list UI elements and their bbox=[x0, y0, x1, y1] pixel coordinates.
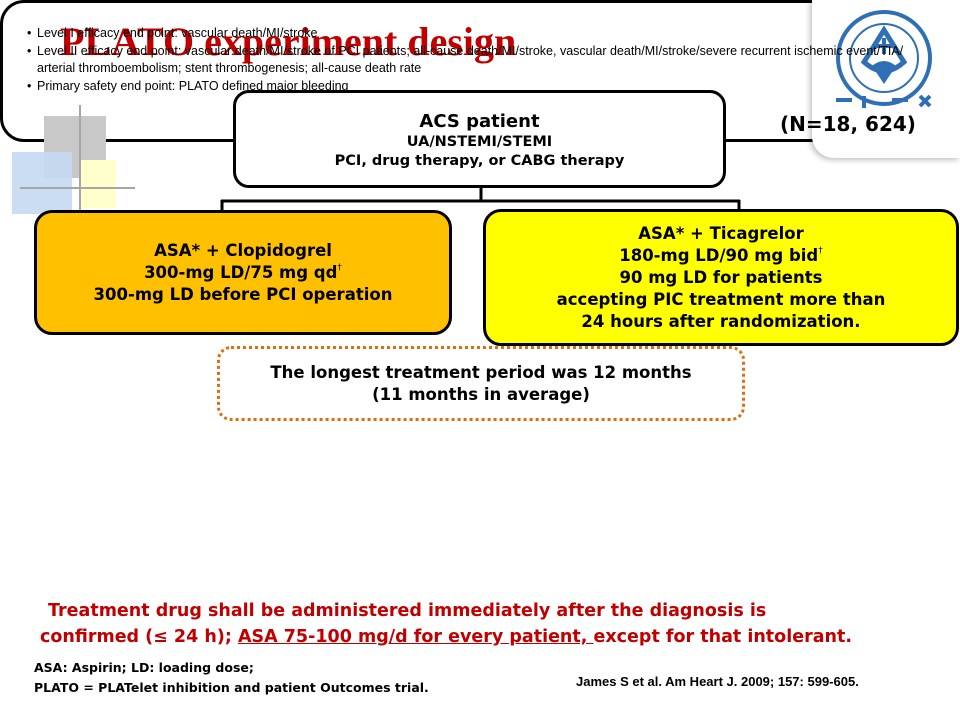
clopidogrel-dagger: † bbox=[337, 262, 342, 273]
clopidogrel-regimen: ASA* + Clopidogrel bbox=[154, 240, 332, 260]
clopidogrel-arm-box: ASA* + Clopidogrel 300-mg LD/75 mg qd† 3… bbox=[34, 210, 452, 335]
clopidogrel-pci-dose: 300-mg LD before PCI operation bbox=[93, 284, 393, 304]
decor-square-blue bbox=[12, 152, 72, 214]
treatment-note-confirmed: confirmed (≤ 24 h); bbox=[40, 627, 238, 647]
acs-patient-box: ACS patient UA/NSTEMI/STEMI PCI, drug th… bbox=[233, 90, 726, 188]
decor-line-vertical bbox=[79, 105, 81, 215]
abbreviations-line-1: ASA: Aspirin; LD: loading dose; bbox=[34, 660, 254, 675]
treatment-period-box: The longest treatment period was 12 mont… bbox=[217, 346, 745, 421]
ticagrelor-pci-line-3: 24 hours after randomization. bbox=[581, 311, 861, 331]
endpoints-list: Level I efficacy end point: vascular dea… bbox=[27, 25, 907, 95]
ticagrelor-dose: 180-mg LD/90 mg bid bbox=[619, 245, 819, 265]
sample-size-label: (N=18, 624) bbox=[780, 112, 916, 136]
ticagrelor-arm-box: ASA* + Ticagrelor 180-mg LD/90 mg bid† 9… bbox=[483, 209, 959, 346]
endpoint-primary-efficacy: Level I efficacy end point: vascular dea… bbox=[27, 25, 907, 43]
citation: James S et al. Am Heart J. 2009; 157: 59… bbox=[576, 674, 859, 689]
treatment-note-asa-dose: ASA 75-100 mg/d for every patient, bbox=[237, 627, 594, 647]
decor-square-yellow bbox=[80, 160, 116, 208]
decor-line-horizontal bbox=[20, 187, 135, 189]
ticagrelor-pci-line-2: accepting PIC treatment more than bbox=[556, 289, 886, 309]
treatment-period-max: The longest treatment period was 12 mont… bbox=[270, 362, 692, 382]
abbreviations-line-2: PLATO = PLATelet inhibition and patient … bbox=[34, 680, 429, 695]
treatment-note-line-2: confirmed (≤ 24 h); ASA 75-100 mg/d for … bbox=[40, 624, 940, 650]
clopidogrel-dose: 300-mg LD/75 mg qd bbox=[144, 262, 338, 282]
acs-therapies: PCI, drug therapy, or CABG therapy bbox=[334, 153, 625, 169]
ticagrelor-regimen: ASA* + Ticagrelor bbox=[638, 223, 804, 243]
treatment-period-avg: (11 months in average) bbox=[372, 384, 590, 404]
treatment-note-exception: except for that intolerant. bbox=[593, 627, 852, 647]
treatment-note-line-1: Treatment drug shall be administered imm… bbox=[48, 601, 767, 621]
ticagrelor-dose-line: 180-mg LD/90 mg bid† bbox=[619, 245, 823, 267]
treatment-note: Treatment drug shall be administered imm… bbox=[40, 598, 940, 650]
ticagrelor-dagger: † bbox=[818, 245, 823, 256]
acs-title: ACS patient bbox=[419, 111, 540, 132]
endpoint-primary-safety: Primary safety end point: PLATO defined … bbox=[27, 78, 907, 96]
abbreviations: ASA: Aspirin; LD: loading dose; PLATO = … bbox=[34, 658, 429, 698]
ticagrelor-pci-line-1: 90 mg LD for patients bbox=[619, 267, 823, 287]
endpoint-secondary-efficacy: Level II efficacy end point: vascular de… bbox=[27, 43, 907, 78]
acs-types: UA/NSTEMI/STEMI bbox=[406, 134, 553, 150]
clopidogrel-dose-line: 300-mg LD/75 mg qd† bbox=[144, 262, 342, 284]
